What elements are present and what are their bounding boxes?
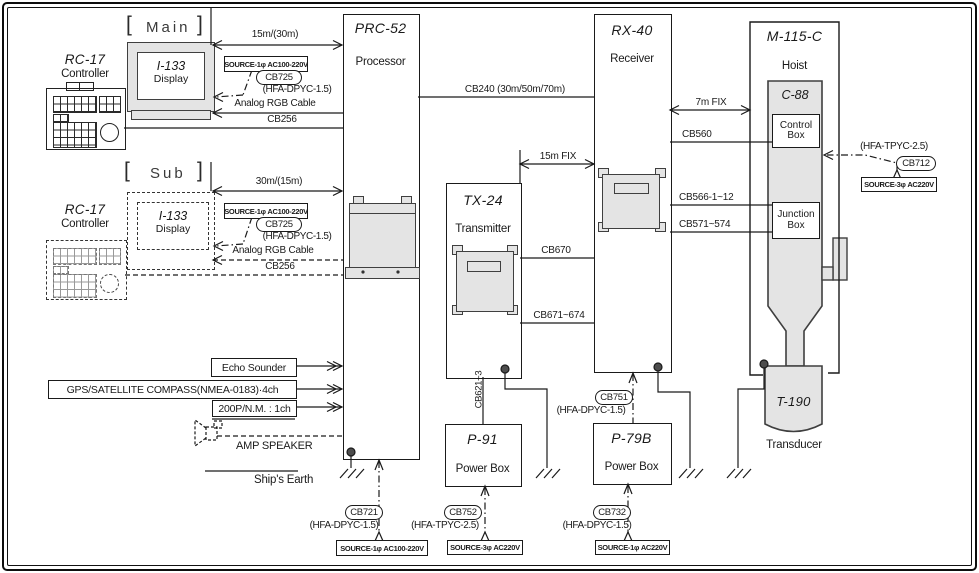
main-bracket-open: [ [126,13,132,36]
main-rgb-cable-label: Analog RGB Cable [234,98,316,109]
transmitter-slot [467,261,501,272]
main-controller-model: RC-17 [64,52,106,67]
keypad-block [99,248,121,265]
junction-box: Junction Box [772,202,820,239]
main-power-cable-tag: CB725 [256,70,302,85]
ships-earth-label: Ship's Earth [254,474,314,486]
sub-display-model: I-133 [158,209,188,223]
receiver-foot [655,168,666,178]
p91-label: Power Box [455,463,510,475]
sub-controller-label: Controller [61,218,109,230]
cable-cb670: CB670 [541,245,571,256]
sub-controller-keyboard [46,240,127,300]
transducer-label: Transducer [766,439,822,451]
main-display-base [131,110,211,120]
p79b-source-box: SOURCE-1φ AC220V [595,540,670,555]
cb732-wire-type: (HFA-DPYC-1.5) [562,520,632,531]
distance-rx-hoist: 7m FIX [695,97,727,108]
processor-label: Processor [355,56,406,68]
p79b-label: Power Box [604,461,659,473]
cable-cb671-674: CB671~674 [533,310,585,321]
sub-bracket-close: ] [197,159,203,182]
hoist-label: Hoist [781,60,808,72]
cb751-tag: CB751 [595,390,633,405]
keyboard-top-tab [66,82,94,91]
cable-cb240: CB240 (30m/50m/70m) [464,84,566,95]
cb721-wire-type: (HFA-DPYC-1.5) [309,520,379,531]
main-controller-label: Controller [61,68,109,80]
cb712-wire-type: (HFA-TPYC-2.5) [860,141,928,152]
main-station-title: Main [146,19,191,36]
transmitter-model: TX-24 [463,192,503,208]
cb712-tag: CB712 [896,156,936,171]
cable-cb560: CB560 [682,129,712,140]
trackball-icon [100,123,119,142]
p91-source-box: SOURCE-3φ AC220V [447,540,523,555]
sub-run-length: 30m/(15m) [255,176,303,187]
receiver-slot [614,183,649,194]
sub-station-title: Sub [150,165,186,182]
sub-display-screen: I-133 Display [137,202,209,250]
nm-input: 200P/N.M. : 1ch [212,400,297,417]
main-power-wire-type: (HFA-DPYC-1.5) [262,84,332,95]
p79b-model: P-79B [611,430,652,446]
keypad-block [53,274,97,298]
transducer-model: T-190 [776,394,811,409]
sub-bracket-open: [ [124,159,130,182]
sub-display-label: Display [155,223,191,235]
receiver-model: RX-40 [611,22,653,38]
gps-compass-input: GPS/SATELLITE COMPASS(NMEA-0183)·4ch [48,380,297,399]
keypad-block [53,122,97,148]
hoist-controller-model: C-88 [781,88,809,102]
echo-sounder-input: Echo Sounder [211,358,297,377]
amp-speaker-label: AMP SPEAKER [236,440,313,452]
inner-border [7,7,972,566]
p91-model: P-91 [467,431,498,447]
sub-signal-cable-label: CB256 [265,261,295,272]
transmitter-label: Transmitter [455,223,511,235]
main-run-length: 15m/(30m) [251,29,299,40]
distance-tx-rx: 15m FIX [539,151,577,162]
cable-cb621-3: CB621~3 [473,370,485,409]
processor-chassis-body [349,213,416,270]
keypad-block [53,114,69,122]
receiver-label: Receiver [610,53,654,65]
processor-chassis-base [345,267,420,279]
cb752-tag: CB752 [444,505,482,520]
control-box: Control Box [772,114,820,148]
main-signal-cable-label: CB256 [267,114,297,125]
keypad-block [53,266,69,274]
sub-power-cable-tag: CB725 [256,217,302,232]
sub-rgb-cable-label: Analog RGB Cable [232,245,314,256]
sub-controller-model: RC-17 [64,202,106,217]
cable-cb571: CB571~574 [679,219,731,230]
main-controller-keyboard [46,88,126,150]
hoist-source-box: SOURCE-3φ AC220V [861,177,937,192]
cb752-wire-type: (HFA-TPYC-2.5) [411,520,479,531]
trackball-icon [100,274,119,293]
main-display-model: I-133 [156,59,186,73]
keypad-block [53,248,97,265]
cb751-wire-type: (HFA-DPYC-1.5) [556,405,626,416]
cable-cb566: CB566-1~12 [679,192,734,203]
main-display-screen: I-133 Display [137,52,205,100]
processor-model: PRC-52 [354,20,407,36]
cb721-tag: CB721 [345,505,383,520]
main-bracket-close: ] [197,13,203,36]
keypad-block [99,96,121,113]
sub-power-wire-type: (HFA-DPYC-1.5) [262,231,332,242]
keypad-block [53,96,97,113]
main-display-label: Display [153,73,189,85]
hoist-model: M-115-C [766,28,823,44]
processor-source-box: SOURCE-1φ AC100-220V [336,540,428,556]
cb732-tag: CB732 [593,505,631,520]
